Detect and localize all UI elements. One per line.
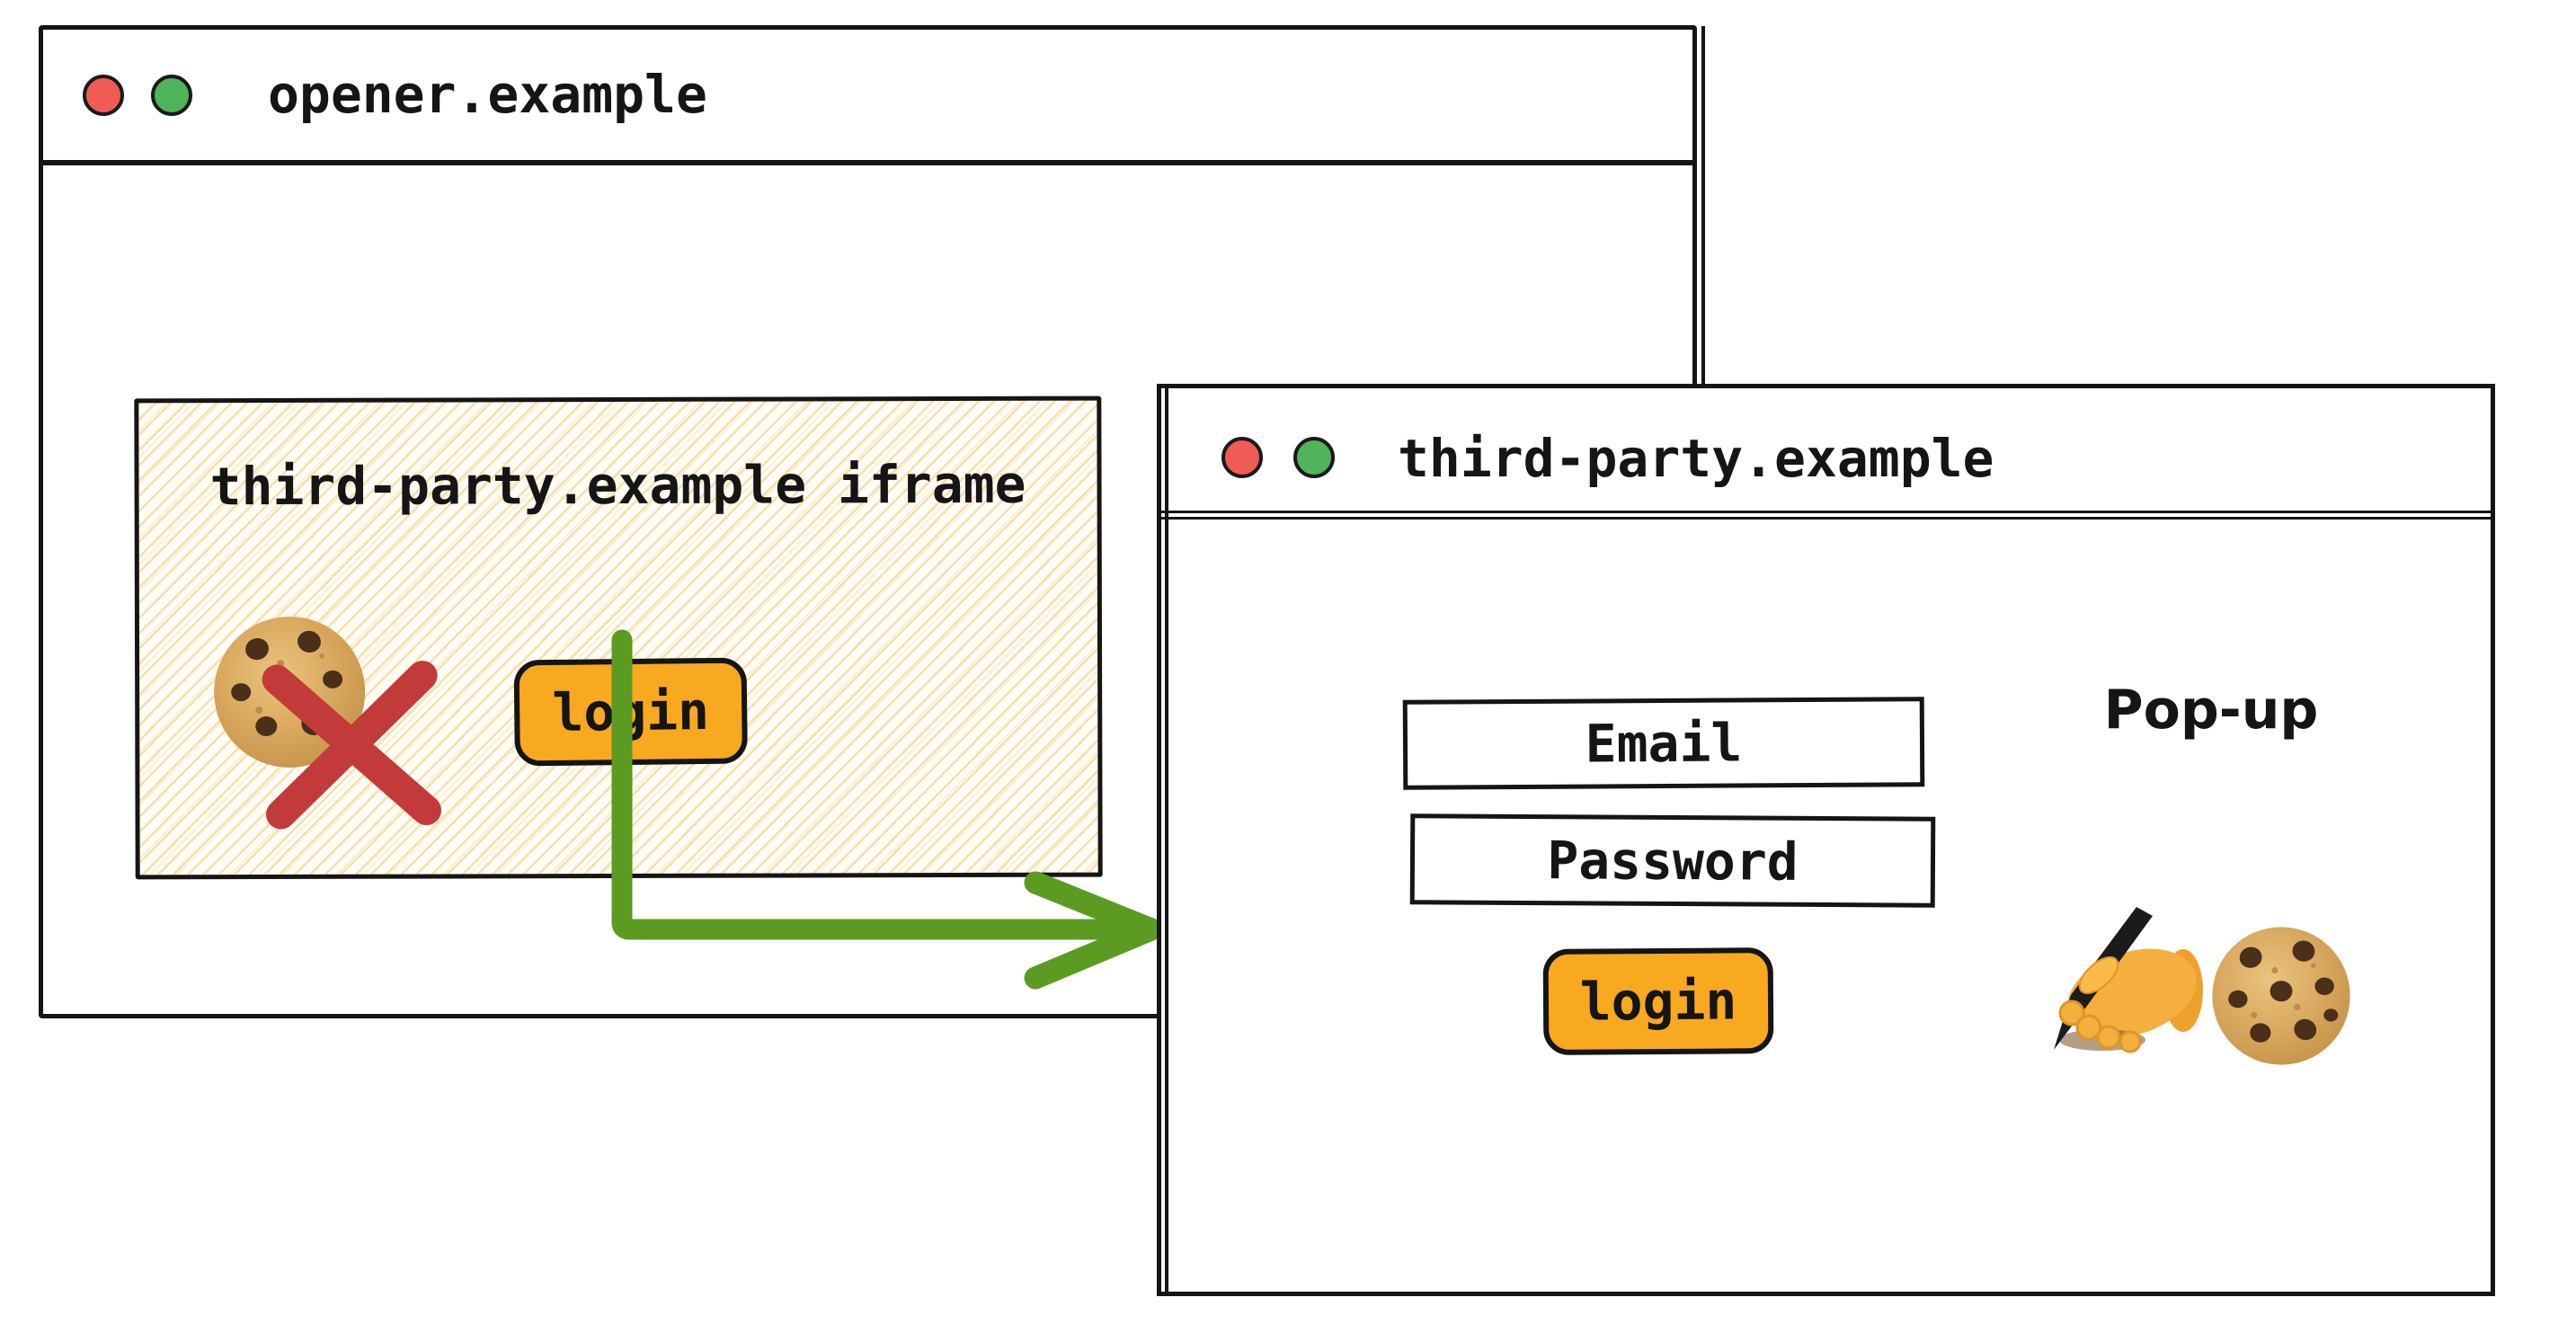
opener-titlebar: opener.example (43, 30, 1692, 165)
opener-window-content: third-party.example iframe (43, 165, 1692, 1150)
titlebar-separator (1157, 511, 2495, 520)
popup-titlebar: third-party.example (1161, 388, 2491, 511)
iframe-label: third-party.example iframe (209, 453, 1026, 518)
zoom-light-icon[interactable] (151, 75, 192, 116)
popup-window: third-party.example Email Password login… (1157, 384, 2495, 1296)
third-party-iframe: third-party.example iframe (134, 395, 1103, 880)
popup-login-button[interactable]: login (1542, 947, 1774, 1055)
close-light-icon[interactable] (1221, 437, 1263, 478)
password-input[interactable]: Password (1409, 813, 1936, 908)
writing-hand-icon (2054, 907, 2203, 1053)
cookie-icon (2212, 927, 2350, 1065)
close-light-icon[interactable] (83, 75, 124, 116)
blocked-cookie-icon (214, 616, 442, 830)
opener-window-title: opener.example (268, 64, 707, 125)
email-input[interactable]: Email (1402, 697, 1925, 790)
zoom-light-icon[interactable] (1293, 437, 1335, 478)
popup-window-title: third-party.example (1398, 428, 1994, 489)
iframe-login-button[interactable]: login (513, 657, 748, 767)
blocked-cross-icon (262, 661, 442, 830)
popup-label: Pop-up (2103, 679, 2319, 742)
